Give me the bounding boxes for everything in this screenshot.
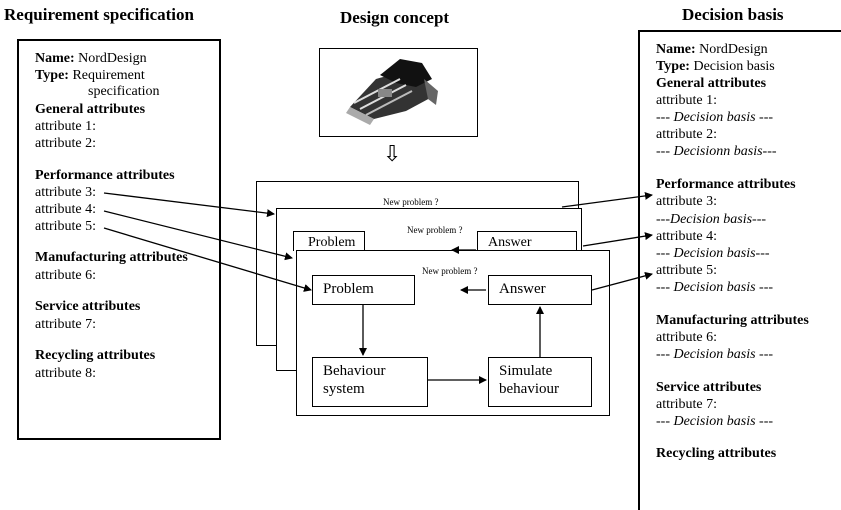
performance-attributes-heading: Performance attributes	[656, 177, 796, 192]
attribute-7: attribute 7:	[656, 397, 718, 412]
decision-basis-2: --- Decisionn basis---	[656, 144, 777, 159]
name-label: Name:	[656, 42, 696, 57]
design-concept-image-frame	[319, 48, 478, 137]
performance-attributes-heading: Performance attributes	[35, 168, 175, 183]
general-attributes-heading: General attributes	[35, 102, 146, 117]
attribute-7: attribute 7:	[35, 317, 97, 332]
attribute-2: attribute 2:	[35, 136, 97, 151]
new-problem-label-back: New problem ?	[383, 197, 439, 207]
attribute-8: attribute 8:	[35, 366, 97, 381]
attribute-2: attribute 2:	[656, 127, 718, 142]
manufacturing-attributes-heading: Manufacturing attributes	[656, 313, 809, 328]
decision-basis-heading: Decision basis	[682, 5, 784, 24]
type-row: Type: Decision basis	[656, 59, 775, 75]
behaviour-system-line1: Behaviour	[323, 363, 386, 379]
attribute-5: attribute 5:	[656, 263, 718, 278]
type-value-continued: specification	[88, 84, 160, 99]
manufacturing-attributes-heading: Manufacturing attributes	[35, 250, 188, 265]
type-value: Decision basis	[693, 59, 775, 74]
behaviour-system-line2: system	[323, 381, 365, 397]
recycling-attributes-heading: Recycling attributes	[35, 348, 156, 363]
attribute-3: attribute 3:	[656, 194, 718, 209]
recycling-attributes-heading: Recycling attributes	[656, 446, 777, 461]
type-value: Requirement	[72, 68, 145, 83]
name-value: NordDesign	[78, 51, 147, 66]
name-row: Name: NordDesign	[656, 42, 768, 58]
type-label: Type:	[35, 68, 69, 83]
decision-basis-1: --- Decision basis ---	[656, 110, 774, 125]
attribute-4: attribute 4:	[35, 202, 97, 217]
name-row: Name: NordDesign	[35, 51, 147, 67]
requirement-specification-heading: Requirement specification	[4, 5, 194, 24]
type-row: Type: Requirement	[35, 68, 145, 84]
name-label: Name:	[35, 51, 75, 66]
decision-basis-3: ---Decision basis---	[656, 212, 767, 227]
new-problem-label-middle: New problem ?	[407, 225, 463, 235]
decision-basis-5: --- Decision basis ---	[656, 280, 774, 295]
requirement-specification-panel: Name: NordDesign Type: Requirement speci…	[17, 39, 221, 440]
service-attributes-heading: Service attributes	[35, 299, 141, 314]
down-arrow-icon: ⇩	[383, 142, 402, 167]
attribute-1: attribute 1:	[35, 119, 97, 134]
decision-basis-6: --- Decision basis ---	[656, 347, 774, 362]
general-attributes-heading: General attributes	[656, 76, 767, 91]
attribute-5: attribute 5:	[35, 219, 97, 234]
partial-answer-box: Answer	[477, 231, 577, 251]
partial-problem-box: Problem	[293, 231, 365, 251]
design-concept-heading: Design concept	[340, 8, 450, 27]
answer-box: Answer	[488, 275, 592, 305]
attribute-6: attribute 6:	[656, 330, 718, 345]
problem-box: Problem	[312, 275, 415, 305]
decision-basis-4: --- Decision basis---	[656, 246, 770, 261]
cad-model-image	[346, 59, 438, 125]
decision-basis-panel: Name: NordDesign Type: Decision basis Ge…	[638, 30, 841, 510]
type-label: Type:	[656, 59, 690, 74]
decision-basis-7: --- Decision basis ---	[656, 414, 774, 429]
simulate-behaviour-line1: Simulate	[499, 363, 553, 379]
simulate-behaviour-box: Simulate behaviour	[488, 357, 592, 407]
new-problem-label-front: New problem ?	[422, 266, 478, 276]
service-attributes-heading: Service attributes	[656, 380, 762, 395]
attribute-6: attribute 6:	[35, 268, 97, 283]
attribute-3: attribute 3:	[35, 185, 97, 200]
attribute-4: attribute 4:	[656, 229, 718, 244]
simulate-behaviour-line2: behaviour	[499, 381, 559, 397]
name-value: NordDesign	[699, 42, 768, 57]
attribute-1: attribute 1:	[656, 93, 718, 108]
behaviour-system-box: Behaviour system	[312, 357, 428, 407]
